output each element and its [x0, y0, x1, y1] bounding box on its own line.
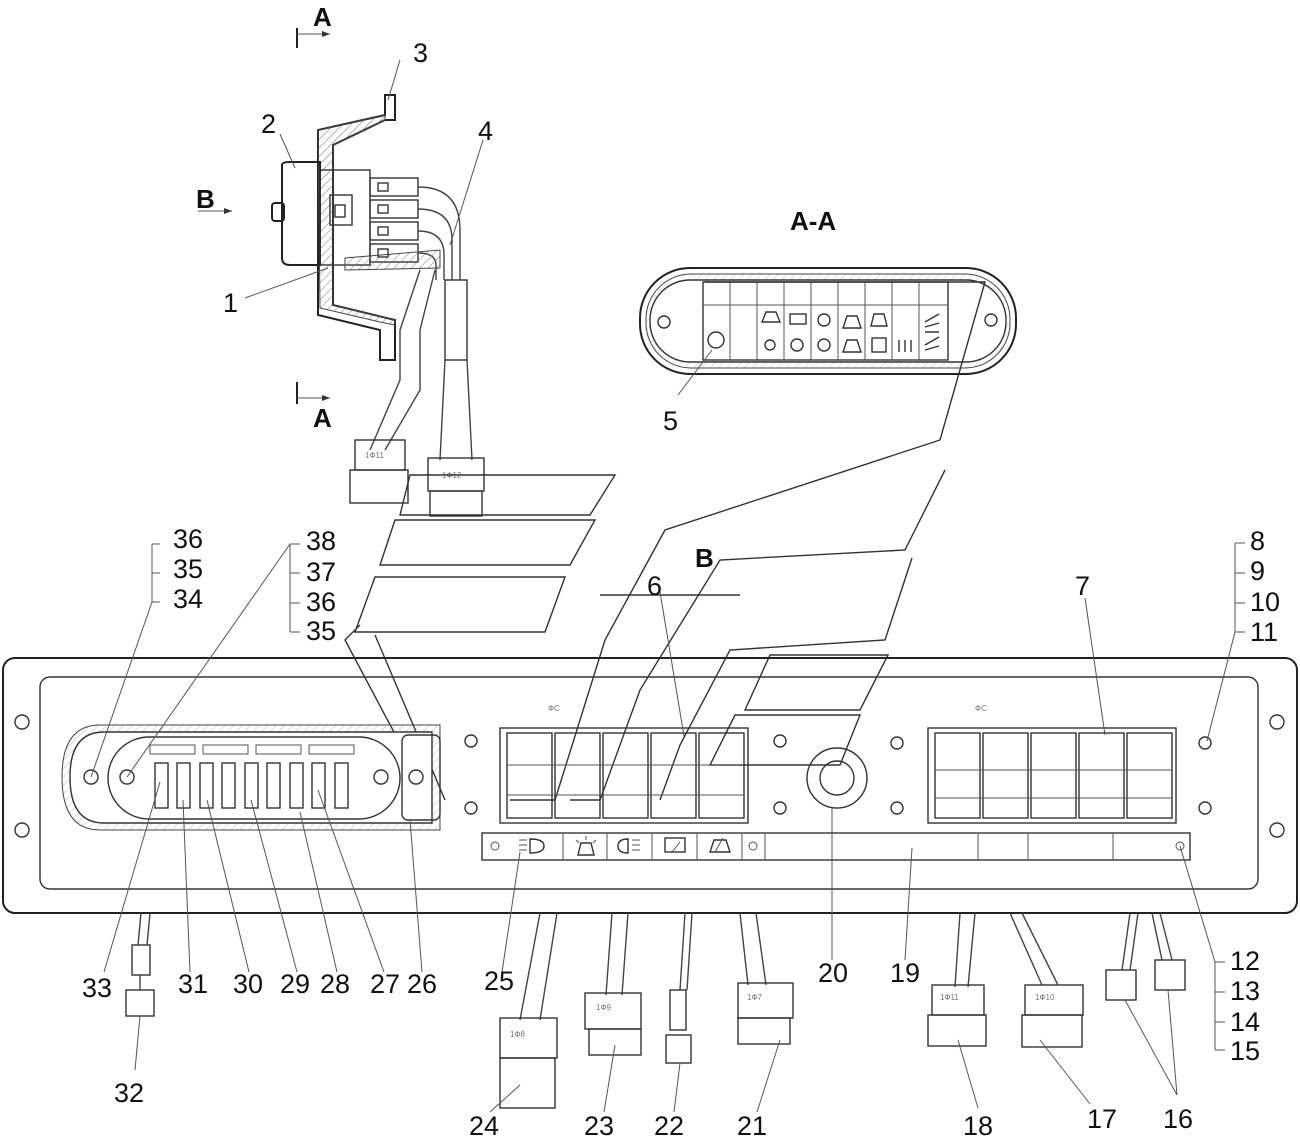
callout-30: 30 [233, 969, 263, 999]
section-a-bottom-label: A [313, 403, 332, 433]
callout-17: 17 [1087, 1104, 1117, 1134]
callout-29: 29 [280, 969, 310, 999]
callout-32: 32 [114, 1078, 144, 1108]
callout-12: 12 [1230, 946, 1260, 976]
front-wiper-icon [709, 837, 731, 853]
hazard-icon [817, 338, 831, 352]
work-light-icon [817, 313, 831, 327]
svg-text:ФС: ФС [975, 704, 987, 713]
callout-labels: A A A-A B B 1 2 3 4 5 6 7 8 9 10 11 12 1… [82, 2, 1280, 1141]
front-wiper-icon [842, 339, 862, 353]
callout-35b: 35 [306, 616, 336, 646]
beacon-icon [870, 313, 888, 327]
callout-26: 26 [407, 969, 437, 999]
callout-28: 28 [320, 969, 350, 999]
callout-2: 2 [261, 109, 276, 139]
section-aa-panel [639, 267, 1017, 396]
callout-7: 7 [1075, 571, 1090, 601]
rear-wiper-icon [664, 837, 686, 853]
svg-text:1Ф10: 1Ф10 [1035, 993, 1055, 1002]
heater-icon [764, 339, 776, 351]
high-beam-icon [617, 838, 640, 854]
main-switch-panel: ФС ФС [2, 657, 1298, 914]
callout-10: 10 [1250, 587, 1280, 617]
callout-13: 13 [1230, 976, 1260, 1006]
callout-31: 31 [178, 969, 208, 999]
callout-15: 15 [1230, 1036, 1260, 1066]
callout-4: 4 [478, 116, 493, 146]
headlight-icon [707, 331, 725, 349]
callout-24: 24 [469, 1111, 499, 1141]
callout-33: 33 [82, 973, 112, 1003]
callout-38: 38 [306, 526, 336, 556]
svg-text:1Ф8: 1Ф8 [510, 1030, 526, 1039]
callout-23: 23 [584, 1111, 614, 1141]
callout-19: 19 [890, 958, 920, 988]
svg-text:1Ф7: 1Ф7 [747, 993, 763, 1002]
svg-text:1Ф11: 1Ф11 [365, 451, 384, 460]
heater-lines-icon [898, 340, 912, 352]
callout-9: 9 [1250, 556, 1265, 586]
low-beam-icon [519, 838, 545, 854]
callout-6: 6 [647, 571, 662, 601]
leader-lines [90, 542, 1245, 1113]
callout-36a: 36 [173, 524, 203, 554]
callout-22: 22 [654, 1111, 684, 1141]
callout-1: 1 [223, 288, 238, 318]
washer-icon [842, 315, 862, 329]
view-b-arrow-label: B [196, 184, 215, 214]
callout-37: 37 [306, 557, 336, 587]
callout-27: 27 [370, 969, 400, 999]
callout-3: 3 [413, 38, 428, 68]
svg-text:ФС: ФС [548, 704, 560, 713]
beam-icon [924, 313, 940, 333]
beacon-icon [575, 836, 597, 856]
callout-36b: 36 [306, 587, 336, 617]
rear-defrost-icon [789, 313, 807, 325]
callout-20: 20 [818, 958, 848, 988]
svg-text:1Ф11: 1Ф11 [940, 993, 959, 1002]
callout-25: 25 [484, 966, 514, 996]
section-aa-title: A-A [790, 206, 836, 236]
svg-text:1Ф9: 1Ф9 [596, 1003, 612, 1012]
side-section-view: 1Ф11 1Ф12 [198, 28, 485, 517]
callout-14: 14 [1230, 1007, 1260, 1037]
callout-5: 5 [663, 406, 678, 436]
fog-light-icon [790, 338, 804, 352]
wiper-icon [760, 311, 782, 323]
callout-11: 11 [1250, 617, 1278, 647]
callout-34: 34 [173, 584, 203, 614]
callout-35a: 35 [173, 554, 203, 584]
callout-18: 18 [963, 1111, 993, 1141]
view-b-label: B [695, 543, 714, 573]
rear-wiper-icon [871, 337, 887, 353]
beam-low-icon [924, 336, 940, 351]
harness-connectors: 1Ф8 1Ф9 1Ф7 1Ф11 1Ф10 [125, 912, 1186, 1109]
section-a-top-label: A [313, 2, 332, 32]
callout-8: 8 [1250, 526, 1265, 556]
callout-21: 21 [737, 1111, 767, 1141]
callout-16: 16 [1163, 1104, 1193, 1134]
